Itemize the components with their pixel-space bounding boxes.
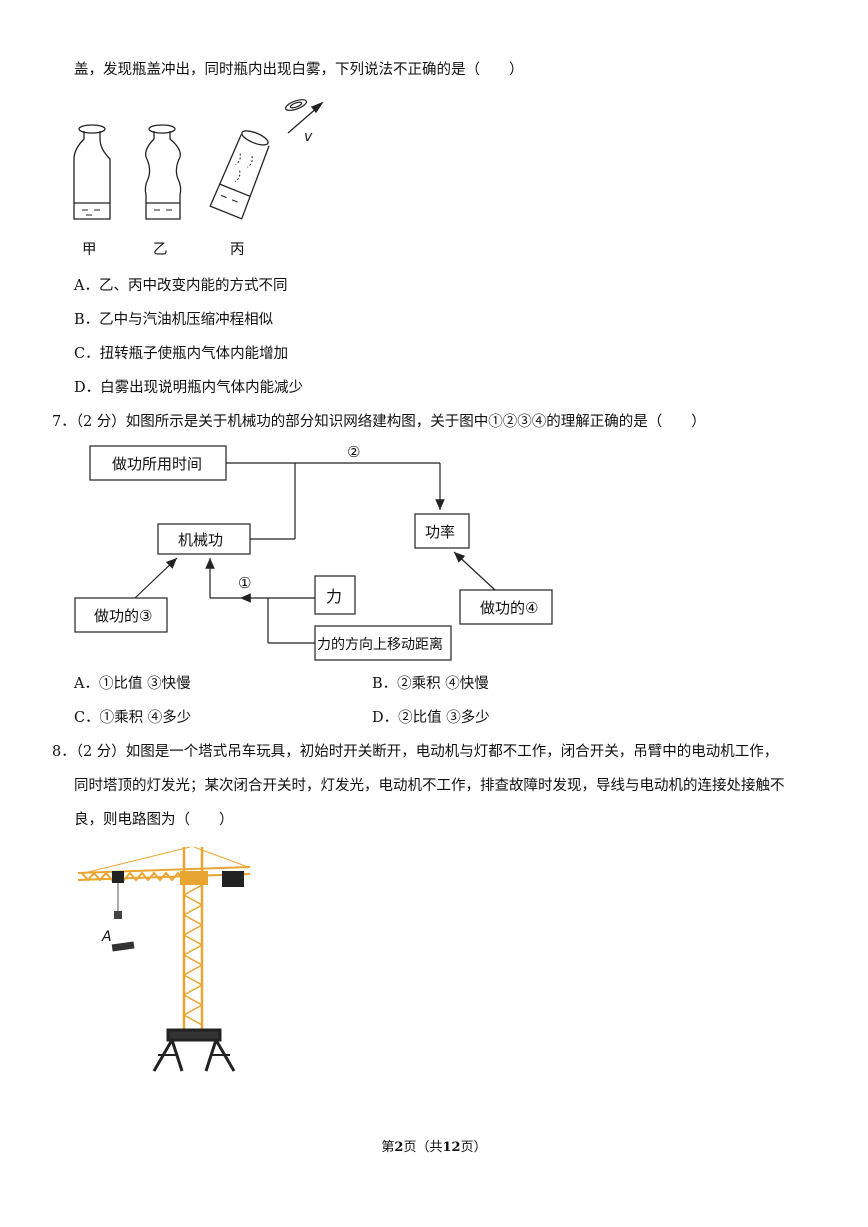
crane-cab [180, 871, 208, 885]
q8-stem-line3: 良，则电路图为（ ） [74, 812, 234, 828]
velocity-label: v [304, 129, 313, 145]
box-power [414, 513, 470, 549]
fig-label-yi: 乙 [153, 242, 168, 258]
footer-suffix: 页） [460, 1140, 487, 1155]
flying-cap-icon [284, 99, 308, 111]
q7-stem: 7．（2 分）如图所示是关于机械功的部分知识网络建构图，关于图中①②③④的理解正… [52, 414, 706, 430]
diagram-time-text: 做功所用时间 [112, 455, 202, 473]
crane-load [111, 941, 135, 952]
fig-label-bing: 丙 [230, 242, 245, 258]
crane-counterweight [222, 871, 244, 887]
diagram-work3-text: 做功的③ [94, 607, 152, 625]
footer-mid: 页（共 [403, 1140, 443, 1155]
box-work3 [74, 597, 168, 633]
diagram-work4-text: 做功的④ [480, 599, 538, 617]
box-work4 [459, 589, 553, 625]
footer-page-number: 2 [394, 1140, 404, 1155]
crane-trolley [112, 871, 124, 883]
diagram-label-2: ② [347, 443, 360, 461]
diagram-distance-text: 力的方向上移动距离 [317, 636, 443, 653]
footer-prefix: 第 [381, 1140, 395, 1155]
q8-stem-line1: 8．（2 分）如图是一个塔式吊车玩具，初始时开关断开，电动机与灯都不工作，闭合开… [52, 744, 779, 760]
q6-stem-tail: 盖，发现瓶盖冲出，同时瓶内出现白雾，下列说法不正确的是（ ） [74, 62, 524, 78]
q7-work-diagram: 做功所用时间 机械功 功率 力 力的方向上移动距离 做功的③ 做功的④ ① ② [74, 443, 553, 661]
box-force [314, 575, 356, 615]
diagram-work-text: 机械功 [178, 531, 223, 549]
q6-option-a[interactable]: A．乙、丙中改变内能的方式不同 [74, 278, 288, 294]
tower-crane-figure: A [77, 846, 251, 1072]
q6-bottles-figure: v [73, 99, 324, 220]
diagram-label-1: ① [238, 574, 251, 592]
crane-jib [77, 846, 251, 882]
q7-option-d[interactable]: D．②比值 ③多少 [372, 710, 490, 726]
footer-page-total: 12 [442, 1140, 461, 1155]
q7-option-a[interactable]: A．①比值 ③快慢 [74, 676, 191, 692]
q6-option-d[interactable]: D．白雾出现说明瓶内气体内能减少 [74, 380, 304, 396]
velocity-arrow-icon [287, 101, 324, 134]
crane-hook-icon [114, 911, 122, 919]
page-footer: 第2页（共12页） [0, 1136, 868, 1155]
q8-stem-line2: 同时塔顶的灯发光；某次闭合开关时，灯发光，电动机不工作，排查故障时发现，导线与电… [74, 778, 785, 794]
diagram-force-text: 力 [326, 587, 342, 606]
q6-option-c[interactable]: C．扭转瓶子使瓶内气体内能增加 [74, 346, 289, 362]
fig-label-jia: 甲 [82, 242, 97, 258]
bottle-yi [144, 124, 182, 220]
q6-option-b[interactable]: B．乙中与汽油机压缩冲程相似 [74, 312, 274, 328]
bottle-bing [209, 130, 270, 220]
crane-label-a: A [101, 929, 112, 945]
q7-option-c[interactable]: C．①乘积 ④多少 [74, 710, 192, 726]
crane-base [152, 1028, 236, 1072]
bottle-jia [73, 124, 111, 220]
diagram-power-text: 功率 [425, 523, 455, 541]
q7-option-b[interactable]: B．②乘积 ④快慢 [372, 676, 489, 692]
